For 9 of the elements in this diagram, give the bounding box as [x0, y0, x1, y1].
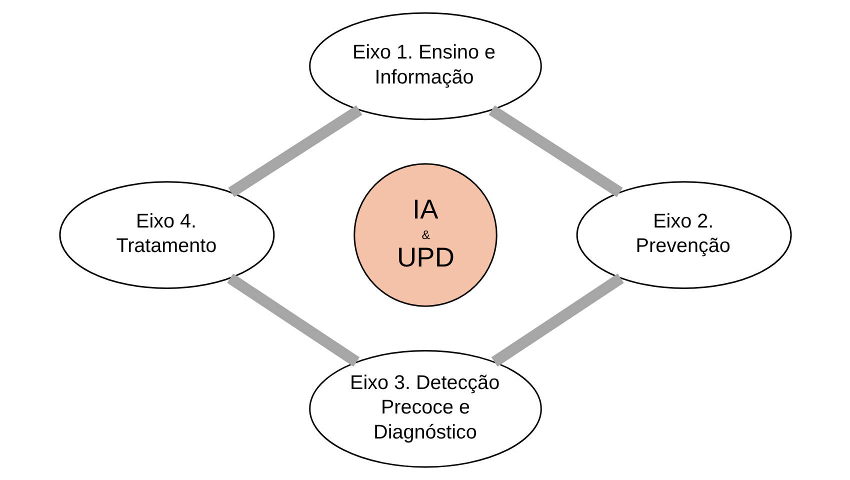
node-ellipse: Eixo 1. Ensino e Informação [308, 12, 542, 120]
connector [226, 274, 360, 367]
node-ellipse: Eixo 2. Prevenção [576, 181, 792, 289]
connector [490, 274, 624, 367]
connector [228, 105, 362, 198]
node-ellipse: Eixo 3. Detecção Precoce e Diagnóstico [308, 350, 542, 468]
connector [488, 105, 622, 198]
node-ellipse: Eixo 4. Tratamento [58, 181, 274, 289]
node-circle: IA & UPD [353, 163, 497, 307]
